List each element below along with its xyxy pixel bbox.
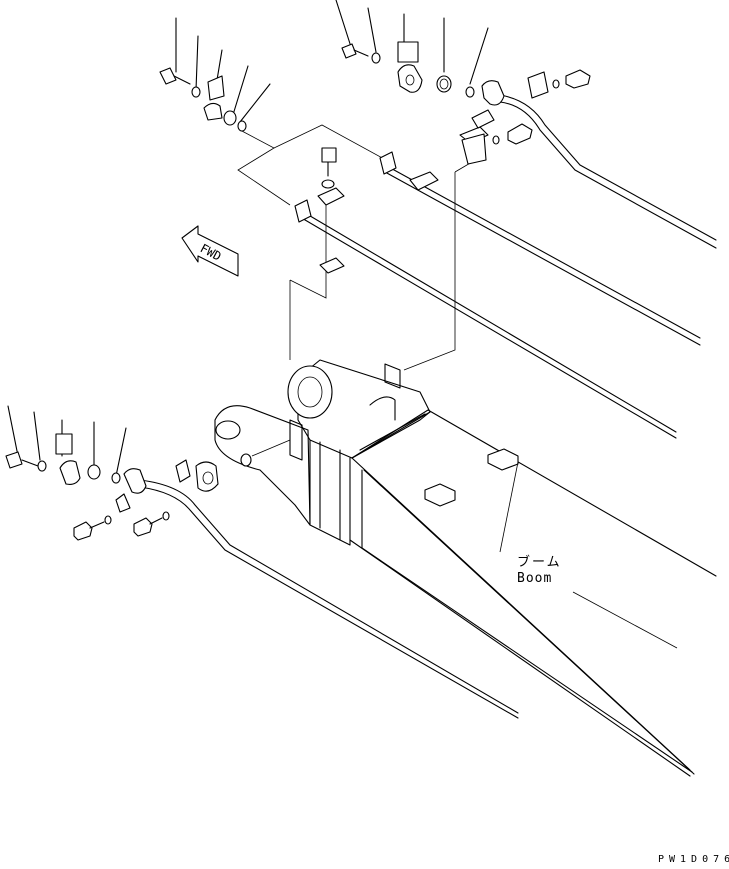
hardware-top-left bbox=[159, 17, 271, 132]
drawing-code: PW1D076 bbox=[658, 854, 729, 865]
hardware-top-centre bbox=[321, 0, 591, 189]
hydraulic-pipes bbox=[139, 94, 717, 719]
boom-pin-boss bbox=[287, 365, 333, 419]
hardware-lower-left bbox=[5, 405, 252, 541]
boom-body bbox=[214, 359, 717, 777]
lower-pin-boss bbox=[215, 420, 241, 440]
boom-label-en: Boom bbox=[517, 571, 552, 586]
pipe-clamps bbox=[294, 109, 495, 274]
fwd-direction-arrow: FWD bbox=[181, 225, 239, 277]
boom-label-jp: ブーム bbox=[517, 554, 562, 570]
